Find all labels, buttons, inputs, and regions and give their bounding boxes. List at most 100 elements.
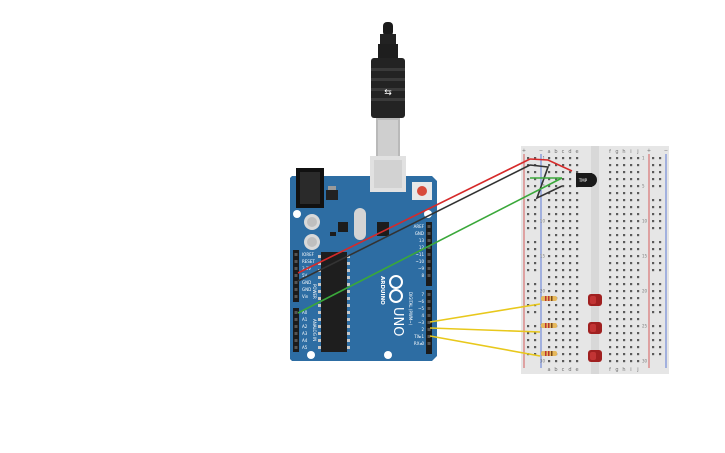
breadboard-hole[interactable]: [623, 332, 626, 335]
breadboard-hole[interactable]: [548, 290, 551, 293]
breadboard-hole[interactable]: [616, 360, 619, 363]
breadboard-hole[interactable]: [569, 332, 572, 335]
breadboard-hole[interactable]: [637, 360, 640, 363]
breadboard-hole[interactable]: [562, 346, 565, 349]
breadboard-hole[interactable]: [576, 290, 579, 293]
breadboard-hole[interactable]: [609, 269, 612, 272]
breadboard-hole[interactable]: [630, 283, 633, 286]
breadboard-hole[interactable]: [576, 332, 579, 335]
rail-hole[interactable]: [534, 185, 537, 188]
breadboard-hole[interactable]: [562, 241, 565, 244]
breadboard-hole[interactable]: [630, 234, 633, 237]
header-pin[interactable]: [294, 288, 298, 291]
breadboard-hole[interactable]: [569, 234, 572, 237]
breadboard-hole[interactable]: [548, 248, 551, 251]
breadboard-hole[interactable]: [548, 192, 551, 195]
breadboard-hole[interactable]: [569, 171, 572, 174]
breadboard-hole[interactable]: [616, 332, 619, 335]
breadboard-hole[interactable]: [562, 318, 565, 321]
breadboard-hole[interactable]: [548, 269, 551, 272]
breadboard-hole[interactable]: [637, 157, 640, 160]
rail-hole[interactable]: [659, 269, 662, 272]
rail-hole[interactable]: [527, 248, 530, 251]
breadboard-hole[interactable]: [630, 290, 633, 293]
rail-hole[interactable]: [527, 199, 530, 202]
rail-hole[interactable]: [527, 185, 530, 188]
breadboard-hole[interactable]: [548, 283, 551, 286]
breadboard-hole[interactable]: [569, 339, 572, 342]
breadboard-hole[interactable]: [623, 178, 626, 181]
rail-hole[interactable]: [652, 213, 655, 216]
breadboard-hole[interactable]: [548, 234, 551, 237]
breadboard-hole[interactable]: [576, 276, 579, 279]
breadboard-hole[interactable]: [562, 297, 565, 300]
rail-hole[interactable]: [659, 178, 662, 181]
breadboard-hole[interactable]: [555, 332, 558, 335]
breadboard-hole[interactable]: [562, 164, 565, 167]
wire-5v-red[interactable]: [297, 158, 531, 274]
breadboard-hole[interactable]: [576, 346, 579, 349]
breadboard-hole[interactable]: [637, 171, 640, 174]
rail-hole[interactable]: [527, 325, 530, 328]
breadboard-hole[interactable]: [569, 304, 572, 307]
rail-hole[interactable]: [534, 325, 537, 328]
breadboard-hole[interactable]: [616, 311, 619, 314]
breadboard-hole[interactable]: [630, 227, 633, 230]
breadboard-hole[interactable]: [548, 304, 551, 307]
breadboard-hole[interactable]: [616, 206, 619, 209]
rail-hole[interactable]: [534, 241, 537, 244]
breadboard-hole[interactable]: [616, 353, 619, 356]
breadboard-hole[interactable]: [562, 290, 565, 293]
breadboard-hole[interactable]: [630, 325, 633, 328]
breadboard-hole[interactable]: [616, 346, 619, 349]
header-pin[interactable]: [294, 346, 298, 349]
breadboard-hole[interactable]: [555, 311, 558, 314]
rail-hole[interactable]: [534, 297, 537, 300]
header-pin[interactable]: [427, 293, 431, 296]
breadboard-hole[interactable]: [569, 353, 572, 356]
rail-hole[interactable]: [652, 353, 655, 356]
breadboard-hole[interactable]: [576, 297, 579, 300]
breadboard-hole[interactable]: [637, 227, 640, 230]
breadboard-hole[interactable]: [609, 241, 612, 244]
breadboard-hole[interactable]: [555, 283, 558, 286]
breadboard-hole[interactable]: [569, 360, 572, 363]
breadboard-hole[interactable]: [630, 360, 633, 363]
breadboard-hole[interactable]: [562, 339, 565, 342]
wire-d4-yellow[interactable]: [429, 303, 541, 323]
rail-hole[interactable]: [527, 311, 530, 314]
rail-hole[interactable]: [652, 206, 655, 209]
breadboard-hole[interactable]: [562, 283, 565, 286]
wire-red-jumper[interactable]: [529, 158, 573, 172]
breadboard-hole[interactable]: [562, 192, 565, 195]
header-pin[interactable]: [427, 321, 431, 324]
header-pin[interactable]: [294, 295, 298, 298]
breadboard-hole[interactable]: [616, 304, 619, 307]
breadboard-hole[interactable]: [616, 192, 619, 195]
breadboard-hole[interactable]: [569, 220, 572, 223]
breadboard-hole[interactable]: [562, 220, 565, 223]
breadboard-hole[interactable]: [555, 262, 558, 265]
breadboard-hole[interactable]: [609, 283, 612, 286]
breadboard-hole[interactable]: [637, 164, 640, 167]
breadboard-hole[interactable]: [555, 290, 558, 293]
rail-hole[interactable]: [527, 262, 530, 265]
breadboard-hole[interactable]: [569, 164, 572, 167]
rail-hole[interactable]: [659, 157, 662, 160]
breadboard-hole[interactable]: [637, 297, 640, 300]
breadboard-hole[interactable]: [630, 164, 633, 167]
breadboard-hole[interactable]: [548, 339, 551, 342]
breadboard-hole[interactable]: [623, 213, 626, 216]
rail-hole[interactable]: [652, 304, 655, 307]
breadboard-hole[interactable]: [637, 318, 640, 321]
led-red[interactable]: [588, 294, 602, 306]
breadboard-hole[interactable]: [576, 283, 579, 286]
breadboard-hole[interactable]: [637, 311, 640, 314]
breadboard-hole[interactable]: [555, 318, 558, 321]
breadboard-hole[interactable]: [548, 360, 551, 363]
rail-hole[interactable]: [534, 213, 537, 216]
breadboard-hole[interactable]: [630, 346, 633, 349]
rail-hole[interactable]: [652, 290, 655, 293]
led-red[interactable]: [588, 322, 602, 334]
breadboard-hole[interactable]: [555, 206, 558, 209]
